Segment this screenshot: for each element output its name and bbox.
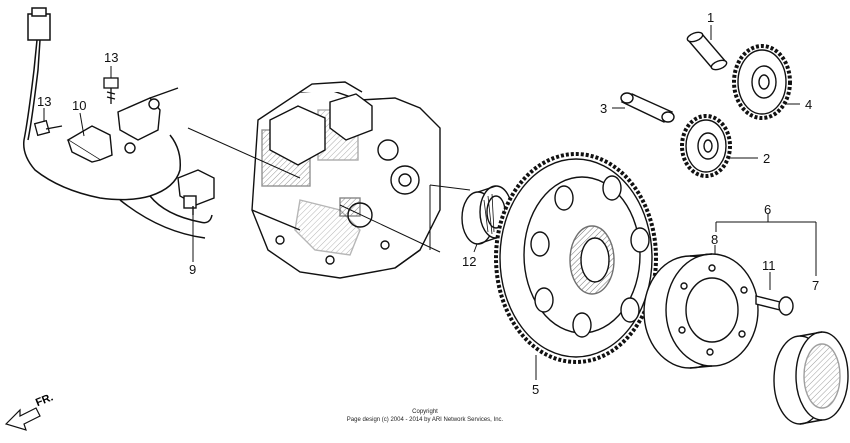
engine-crankcase — [251, 81, 441, 279]
right-leader-lines — [612, 25, 817, 290]
callout-9: 9 — [189, 262, 196, 277]
assembly-guide-lines — [187, 127, 525, 253]
leader-12 — [473, 243, 478, 253]
copyright-heading: Copyright — [412, 409, 438, 415]
callout-3: 3 — [600, 101, 607, 116]
wiring-harness — [22, 7, 213, 239]
callout-4: 4 — [805, 97, 812, 112]
copyright-notice: Page design (c) 2004 - 2014 by ARI Netwo… — [346, 417, 504, 423]
idle-gear-2 — [680, 114, 732, 178]
callout-11: 11 — [762, 258, 776, 273]
callout-10: 10 — [72, 98, 86, 113]
sensor-plate — [117, 87, 179, 154]
shaft-3 — [620, 92, 675, 123]
pulse-generator-9 — [177, 169, 215, 215]
bolt-13-upper — [103, 77, 119, 104]
callout-5: 5 — [532, 382, 539, 397]
callout-13-left: 13 — [37, 94, 51, 109]
idle-gear-4 — [732, 44, 792, 120]
callout-1: 1 — [707, 10, 714, 25]
callout-8: 8 — [711, 232, 718, 247]
bolt-13-left — [33, 119, 63, 137]
sensor-bracket-10 — [66, 125, 113, 163]
starter-driven-gear-5 — [494, 152, 658, 364]
callout-13-upper: 13 — [104, 50, 118, 65]
callout-labels: 1 2 3 4 5 6 7 8 9 10 11 12 13 13 — [37, 10, 819, 397]
callout-6: 6 — [764, 202, 771, 217]
clutch-outer-8 — [643, 253, 759, 369]
one-way-clutch-7 — [773, 331, 849, 425]
left-leader-lines — [43, 66, 194, 262]
front-direction-arrow-icon — [4, 407, 41, 431]
callout-12: 12 — [462, 254, 476, 269]
bolt-11 — [755, 295, 794, 316]
callout-2: 2 — [763, 151, 770, 166]
shaft-1 — [686, 31, 728, 71]
callout-7: 7 — [812, 278, 819, 293]
